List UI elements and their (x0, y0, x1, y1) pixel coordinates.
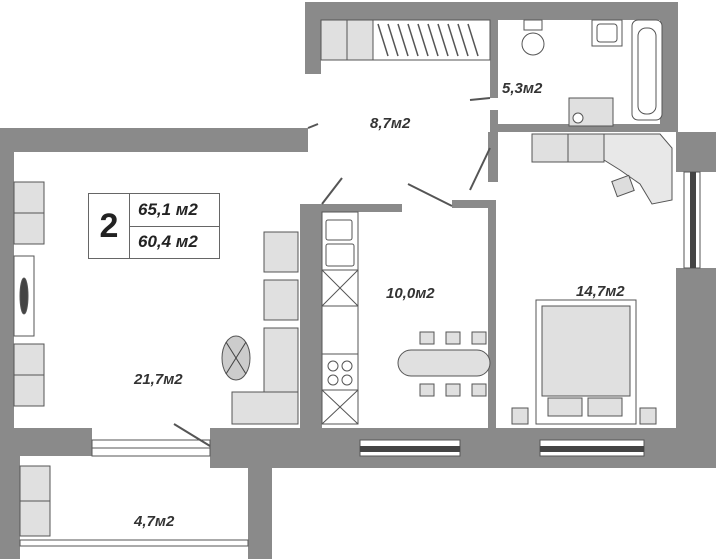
desk-chair (611, 174, 635, 198)
wall-bottom-left (0, 428, 92, 456)
area-label-balcony: 4,7м2 (133, 513, 175, 530)
stove (327, 360, 339, 372)
wall-top-left (0, 128, 308, 152)
total-area: 65,1 м2 (130, 194, 219, 227)
door-balcony (173, 423, 211, 447)
door-bathroom (469, 97, 491, 101)
wall-balcony-left (0, 456, 20, 559)
area-label-bathroom: 5,3м2 (502, 80, 543, 97)
balcony-furniture (19, 465, 51, 537)
bedroom-furniture (511, 133, 673, 425)
area-label-living: 21,7м2 (133, 371, 183, 388)
wall-left-bath (305, 2, 321, 74)
wall-bedroom-left-top (488, 132, 498, 182)
area-label-hall: 8,7м2 (370, 115, 411, 132)
armchair-upper (263, 231, 299, 273)
nightstand-left (511, 407, 529, 425)
wall-right-upper (676, 132, 716, 172)
door-living (321, 177, 343, 205)
pillow-right (587, 397, 623, 417)
room-count: 2 (89, 194, 130, 258)
hall-wardrobe (320, 19, 491, 61)
wall-top-bath (305, 2, 678, 20)
wall-kitchen-top-right (452, 200, 496, 208)
dining-table (397, 349, 491, 377)
armchair-mid (263, 279, 299, 321)
area-label-bedroom: 14,7м2 (576, 283, 625, 300)
pillow-left (547, 397, 583, 417)
window-balcony (19, 539, 249, 547)
kitchen-sink (325, 219, 353, 241)
nightstand-right (639, 407, 657, 425)
kitchen-furniture (321, 211, 491, 425)
wall-left (0, 128, 14, 428)
living-area: 60,4 м2 (138, 232, 198, 252)
door-kitchen (407, 183, 453, 207)
door-left-hall (307, 123, 319, 129)
wall-kitchen-top (322, 204, 402, 212)
hanger-rail (377, 23, 479, 57)
sofa-seat (231, 391, 299, 425)
bathroom-fixtures (521, 19, 663, 127)
wall-kitchen-right (488, 200, 496, 428)
area-summary: 65,1 м2 60,4 м2 (130, 194, 219, 258)
door-bedroom (469, 147, 491, 191)
toilet (521, 32, 545, 56)
wall-kitchen-left (300, 204, 322, 428)
wall-bath-bottom (490, 124, 676, 132)
wall-balcony-right (248, 456, 272, 559)
apartment-info-box: 2 65,1 м2 60,4 м2 (88, 193, 220, 259)
wall-right-bath (660, 2, 678, 132)
desk (603, 133, 673, 205)
tv (19, 277, 29, 315)
wall-bath-door-jamb (490, 110, 498, 132)
doors (173, 97, 491, 447)
living-furniture (13, 181, 299, 425)
wall-bath-divider (490, 20, 498, 98)
area-label-kitchen: 10,0м2 (386, 285, 435, 302)
windows (19, 171, 701, 547)
